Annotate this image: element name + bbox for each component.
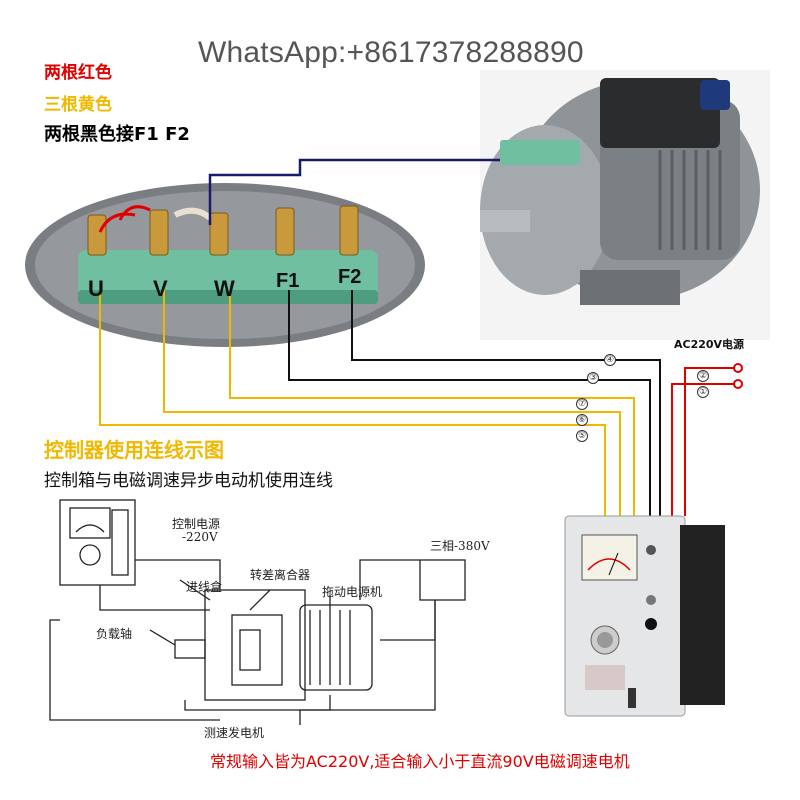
label-tacho-generator: 测速发电机 xyxy=(204,726,265,740)
wire-number-3: ③ xyxy=(587,372,599,384)
wire-f1 xyxy=(288,290,651,516)
label-three-phase: 三相-380V xyxy=(430,539,490,553)
label-inlet-box: 进线盒 xyxy=(186,580,223,594)
wire-f2 xyxy=(351,290,661,516)
controller-photo xyxy=(564,515,725,717)
section-subtitle: 控制箱与电磁调速异步电动机使用连线 xyxy=(44,471,333,491)
wire-number-5: ⑤ xyxy=(576,430,588,442)
terminal-label-f2: F2 xyxy=(338,266,362,288)
wire-v xyxy=(163,290,621,516)
wire-power-2 xyxy=(684,367,738,516)
label-drive-motor: 拖动电源机 xyxy=(322,585,383,599)
wire-number-7: ⑦ xyxy=(576,398,588,410)
legend-red-wires: 两根红色 xyxy=(44,63,112,83)
wire-w xyxy=(229,290,635,516)
wire-number-6: ⑥ xyxy=(576,414,588,426)
power-terminal-1 xyxy=(733,379,743,389)
terminal-block-photo xyxy=(25,158,500,347)
bottom-note: 常规输入皆为AC220V,适合输入小于直流90V电磁调速电机 xyxy=(210,752,630,771)
wire-number-1: ① xyxy=(697,386,709,398)
section-title: 控制器使用连线示图 xyxy=(44,438,224,462)
power-terminal-2 xyxy=(733,363,743,373)
terminal-label-v: V xyxy=(153,276,168,301)
watermark-text: WhatsApp:+8617378288890 xyxy=(198,36,584,69)
wire-power-1 xyxy=(671,383,738,516)
power-source-label: AC220V电源 xyxy=(674,338,745,351)
terminal-label-w: W xyxy=(214,276,235,301)
wire-number-2: ② xyxy=(697,370,709,382)
label-slip-clutch: 转差离合器 xyxy=(250,568,311,582)
label-voltage-220: -220V xyxy=(182,530,218,544)
legend-yellow-wires: 三根黄色 xyxy=(44,95,112,115)
motor-photo xyxy=(480,70,770,340)
label-load-shaft: 负载轴 xyxy=(96,627,133,641)
terminal-label-u: U xyxy=(88,276,104,301)
wire-u xyxy=(99,290,606,516)
legend-black-wires: 两根黑色接F1 F2 xyxy=(44,124,190,145)
label-control-power: 控制电源 xyxy=(172,517,221,531)
terminal-label-f1: F1 xyxy=(276,270,300,292)
wire-number-4: ④ xyxy=(604,354,616,366)
schematic-sketch xyxy=(49,499,466,725)
